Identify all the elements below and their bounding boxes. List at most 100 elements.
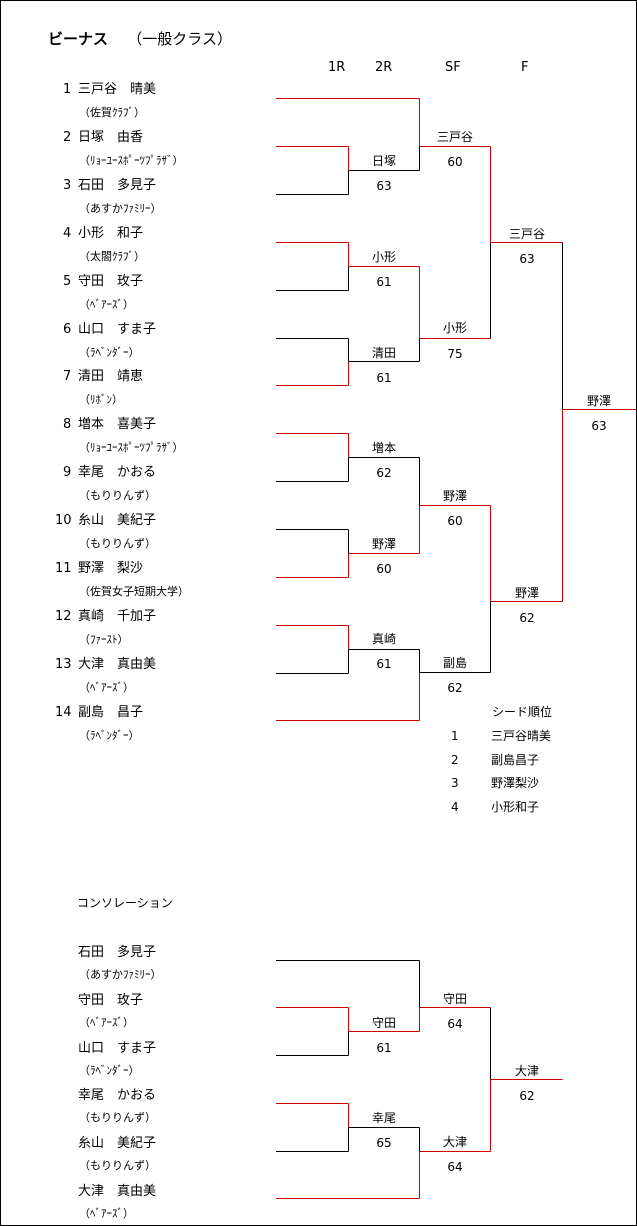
- consolation-player-club: （ﾗﾍﾞﾝﾀﾞｰ）: [79, 1063, 140, 1077]
- sf-result-score: 62: [447, 681, 463, 695]
- seed-rank: 3: [451, 776, 459, 790]
- r2-result-score: 61: [376, 657, 392, 671]
- final-result-score: 63: [519, 252, 535, 266]
- sf-result-name: 三戸谷: [436, 130, 473, 144]
- consolation-player-name: 山口 すま子: [78, 1040, 157, 1056]
- consolation-player-name: 大津 真由美: [78, 1184, 157, 1199]
- class-subtitle: （一般クラス）: [127, 30, 232, 48]
- page-title: ビーナス （一般クラス）: [48, 32, 232, 47]
- consolation-player-club: （ﾍﾞｱｰｽﾞ）: [79, 1015, 134, 1029]
- consolation-player-club: （もりりんず）: [79, 1111, 156, 1125]
- player-number: 11: [55, 561, 72, 576]
- consolation-sf-result-name: 守田: [442, 992, 467, 1006]
- final-result-score: 62: [519, 611, 535, 625]
- player-number: 2: [63, 129, 72, 145]
- consolation-player-name: 糸山 美紀子: [78, 1136, 157, 1152]
- player-club: （もりりんず）: [79, 489, 156, 503]
- final-result-name: 野澤: [514, 586, 539, 600]
- sf-result-score: 60: [447, 514, 463, 528]
- player-club: （ﾗﾍﾞﾝﾀﾞｰ）: [79, 728, 140, 742]
- seed-name: 副島昌子: [491, 752, 540, 767]
- r2-result-score: 63: [376, 179, 392, 193]
- consolation-final-score: 62: [519, 1089, 535, 1103]
- r2-result-name: 清田: [371, 346, 396, 360]
- player-name: 三戸谷 晴美: [78, 82, 157, 97]
- consolation-heading: コンソレーション: [77, 896, 173, 910]
- r2-result-score: 62: [376, 466, 392, 480]
- round-header-f: F: [521, 60, 529, 75]
- seed-name: 三戸谷晴美: [491, 729, 552, 743]
- consolation-final-name: 大津: [514, 1064, 539, 1078]
- player-number: 9: [63, 465, 72, 481]
- player-club: （ﾗﾍﾞﾝﾀﾞｰ）: [79, 345, 140, 359]
- r2-result-name: 増本: [371, 441, 396, 455]
- player-number: 4: [63, 225, 72, 241]
- player-name: 小形 和子: [78, 225, 144, 241]
- consolation-r-result-name: 守田: [371, 1016, 396, 1030]
- class-name: ビーナス: [48, 30, 109, 48]
- player-name: 清田 靖恵: [78, 369, 144, 385]
- player-name: 日塚 由香: [78, 129, 144, 145]
- player-name: 大津 真由美: [78, 656, 157, 672]
- consolation-player-club: （あすかﾌｧﾐﾘｰ）: [79, 968, 162, 981]
- player-club: （ﾘｮｰﾕｰｽﾎﾟｰﾂﾌﾟﾗｻﾞ）: [79, 153, 184, 167]
- player-number: 12: [55, 608, 72, 624]
- seed-name: 野澤梨沙: [491, 776, 540, 790]
- consolation-player-name: 幸尾 かおる: [78, 1088, 157, 1104]
- seed-rank: 1: [451, 729, 459, 743]
- player-number: 5: [63, 273, 72, 289]
- player-number: 8: [63, 417, 72, 433]
- consolation-r-result-score: 61: [376, 1041, 392, 1055]
- consolation-sf-result-score: 64: [447, 1160, 463, 1174]
- player-club: （ﾘｮｰﾕｰｽﾎﾟｰﾂﾌﾟﾗｻﾞ）: [79, 441, 184, 455]
- player-club: （ﾌｧｰｽﾄ）: [79, 632, 129, 646]
- consolation-r-result-name: 幸尾: [371, 1111, 396, 1125]
- seed-rank: 4: [451, 799, 459, 814]
- player-name: 野澤 梨沙: [78, 561, 144, 576]
- player-club: （佐賀女子短期大学）: [79, 585, 189, 598]
- player-number: 3: [63, 177, 72, 193]
- player-name: 幸尾 かおる: [78, 465, 157, 481]
- player-number: 14: [55, 704, 72, 720]
- player-club: （ﾘﾎﾞﾝ）: [79, 393, 123, 407]
- player-number: 10: [55, 513, 72, 529]
- final-result-name: 三戸谷: [508, 227, 545, 241]
- sf-result-score: 60: [447, 155, 463, 169]
- round-header-sf: SF: [445, 60, 461, 75]
- seed-heading: シード順位: [492, 705, 553, 719]
- sf-result-name: 副島: [442, 656, 467, 670]
- player-name: 守田 玫子: [78, 273, 144, 289]
- player-club: （佐賀ｸﾗﾌﾞ）: [79, 106, 145, 119]
- player-number: 13: [55, 656, 72, 672]
- sf-result-name: 小形: [442, 321, 467, 335]
- player-name: 真崎 千加子: [78, 608, 157, 624]
- consolation-sf-result-score: 64: [447, 1017, 463, 1031]
- seed-rank: 2: [451, 752, 459, 767]
- r2-result-score: 60: [376, 562, 392, 576]
- r2-result-name: 真崎: [371, 632, 396, 646]
- player-name: 糸山 美紀子: [78, 513, 157, 529]
- consolation-player-name: 守田 玫子: [78, 992, 144, 1008]
- player-club: （あすかﾌｧﾐﾘｰ）: [79, 201, 162, 215]
- champion-name: 野澤: [586, 394, 611, 408]
- player-club: （ﾍﾞｱｰｽﾞ）: [79, 297, 134, 311]
- round-header-2r: 2R: [375, 60, 393, 75]
- player-number: 6: [63, 321, 72, 337]
- consolation-r-result-score: 65: [376, 1136, 392, 1150]
- r2-result-score: 61: [376, 371, 392, 385]
- player-name: 増本 喜美子: [78, 417, 157, 433]
- champion-score: 63: [591, 419, 607, 433]
- consolation-sf-result-name: 大津: [442, 1135, 467, 1149]
- r2-result-score: 61: [376, 275, 392, 289]
- player-club: （太閤ｸﾗﾌﾞ）: [79, 249, 145, 263]
- round-header-1r: 1R: [328, 60, 346, 75]
- player-club: （ﾍﾞｱｰｽﾞ）: [79, 680, 134, 694]
- player-name: 山口 すま子: [78, 321, 157, 337]
- r2-result-name: 小形: [371, 250, 396, 264]
- consolation-player-name: 石田 多見子: [78, 945, 157, 960]
- r2-result-name: 野澤: [371, 537, 396, 551]
- sf-result-score: 75: [447, 347, 463, 361]
- r2-result-name: 日塚: [371, 154, 396, 168]
